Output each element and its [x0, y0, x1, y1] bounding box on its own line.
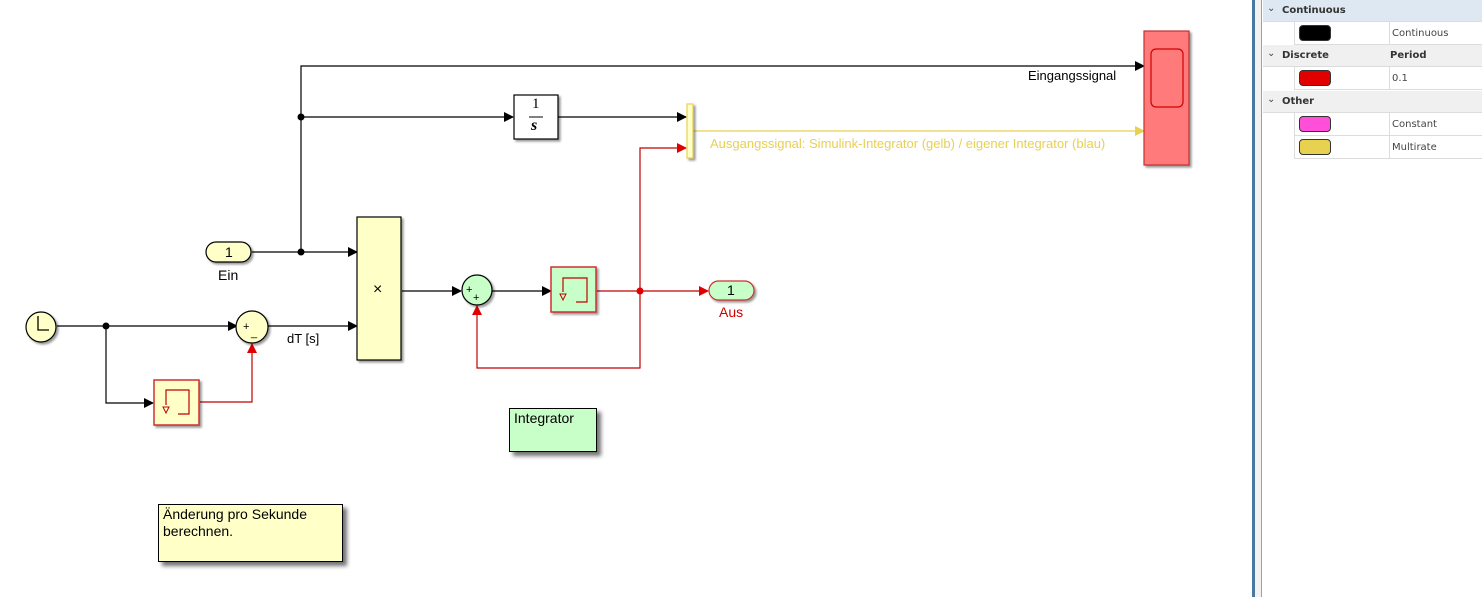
outport-block[interactable] [708, 280, 755, 301]
clock-icon [37, 316, 49, 331]
color-swatch [1299, 139, 1331, 155]
legend-group-other[interactable]: ⌄ Other [1263, 91, 1482, 113]
chevron-down-icon[interactable]: ⌄ [1267, 48, 1276, 59]
signal-line-feedback [472, 291, 641, 369]
legend-group-name: Discrete [1282, 50, 1329, 61]
annotation-aenderung-line1: Änderung pro Sekunde [163, 506, 307, 522]
branch-point [102, 322, 110, 330]
legend-row-value: Continuous [1392, 28, 1449, 39]
integrator-numerator: 1 [532, 96, 540, 112]
signal-line-clock-to-delay [105, 326, 154, 408]
outport-label: Aus [719, 304, 744, 320]
branch-point [636, 287, 644, 295]
signal-line-branch-up [300, 61, 1145, 252]
svg-text:+: + [473, 292, 479, 304]
color-swatch [1299, 25, 1331, 41]
inport-block[interactable] [205, 241, 252, 263]
unit-delay-block-1[interactable] [153, 379, 200, 426]
unit-delay-block-2[interactable] [550, 266, 597, 313]
legend-group-continuous[interactable]: ⌄ Continuous [1263, 0, 1482, 22]
integrator-denominator: s [531, 117, 538, 134]
svg-text:+: + [243, 321, 249, 333]
legend-group-discrete[interactable]: ⌄ Discrete Period [1263, 45, 1482, 67]
signal-label-dt[interactable]: dT [s] [287, 331, 320, 346]
signal-label-eingangssignal[interactable]: Eingangssignal [1028, 68, 1117, 83]
svg-text:+: + [466, 284, 472, 296]
legend-group-name: Other [1282, 96, 1315, 107]
annotation-integrator[interactable]: Integrator [509, 408, 597, 452]
annotation-aenderung[interactable]: Änderung pro Sekunde berechnen. [158, 504, 343, 562]
annotation-aenderung-line2: berechnen. [163, 523, 234, 539]
signal-label-ausgangssignal[interactable]: Ausgangssignal: Simulink-Integrator (gel… [710, 136, 1106, 151]
outport-number: 1 [727, 282, 735, 298]
annotation-integrator-text: Integrator [514, 410, 574, 426]
product-block[interactable] [356, 216, 402, 361]
color-swatch [1299, 70, 1331, 86]
legend-group-column-header: Period [1390, 50, 1427, 61]
legend-row-value: 0.1 [1392, 73, 1408, 84]
panel-splitter[interactable] [1252, 0, 1255, 597]
legend-row-value: Multirate [1392, 142, 1437, 153]
mux-block[interactable] [686, 103, 694, 159]
clock-block[interactable] [25, 311, 57, 343]
sum-block-add[interactable] [461, 274, 493, 306]
unit-delay-icon [165, 389, 190, 415]
signal-lines-layer: + _ + + [25, 30, 1190, 426]
signal-line-delay1-to-sum [200, 343, 257, 403]
product-symbol: × [373, 281, 383, 298]
sum-block-difference[interactable] [235, 310, 269, 344]
panel-splitter-track [1255, 0, 1262, 597]
color-swatch [1299, 116, 1331, 132]
inport-number: 1 [225, 244, 233, 260]
legend-row: Multirate [1294, 136, 1482, 159]
legend-row-value: Constant [1392, 119, 1437, 130]
scope-block[interactable] [1143, 30, 1190, 166]
legend-row: Continuous [1294, 22, 1482, 45]
sample-time-legend: ⌄ Continuous Continuous ⌄ Discrete Perio… [1263, 0, 1482, 597]
chevron-down-icon[interactable]: ⌄ [1267, 3, 1276, 14]
model-canvas[interactable]: + _ + + [0, 0, 1252, 597]
scope-icon [1150, 48, 1184, 108]
unit-delay-icon [562, 277, 588, 303]
inport-label: Ein [218, 267, 239, 283]
legend-row: 0.1 [1294, 67, 1482, 90]
branch-point [297, 248, 305, 256]
branch-point [297, 113, 305, 121]
svg-text:_: _ [250, 327, 258, 339]
legend-group-name: Continuous [1282, 5, 1346, 16]
signal-line-to-mux [639, 143, 687, 291]
chevron-down-icon[interactable]: ⌄ [1267, 94, 1276, 105]
legend-row: Constant [1294, 113, 1482, 136]
